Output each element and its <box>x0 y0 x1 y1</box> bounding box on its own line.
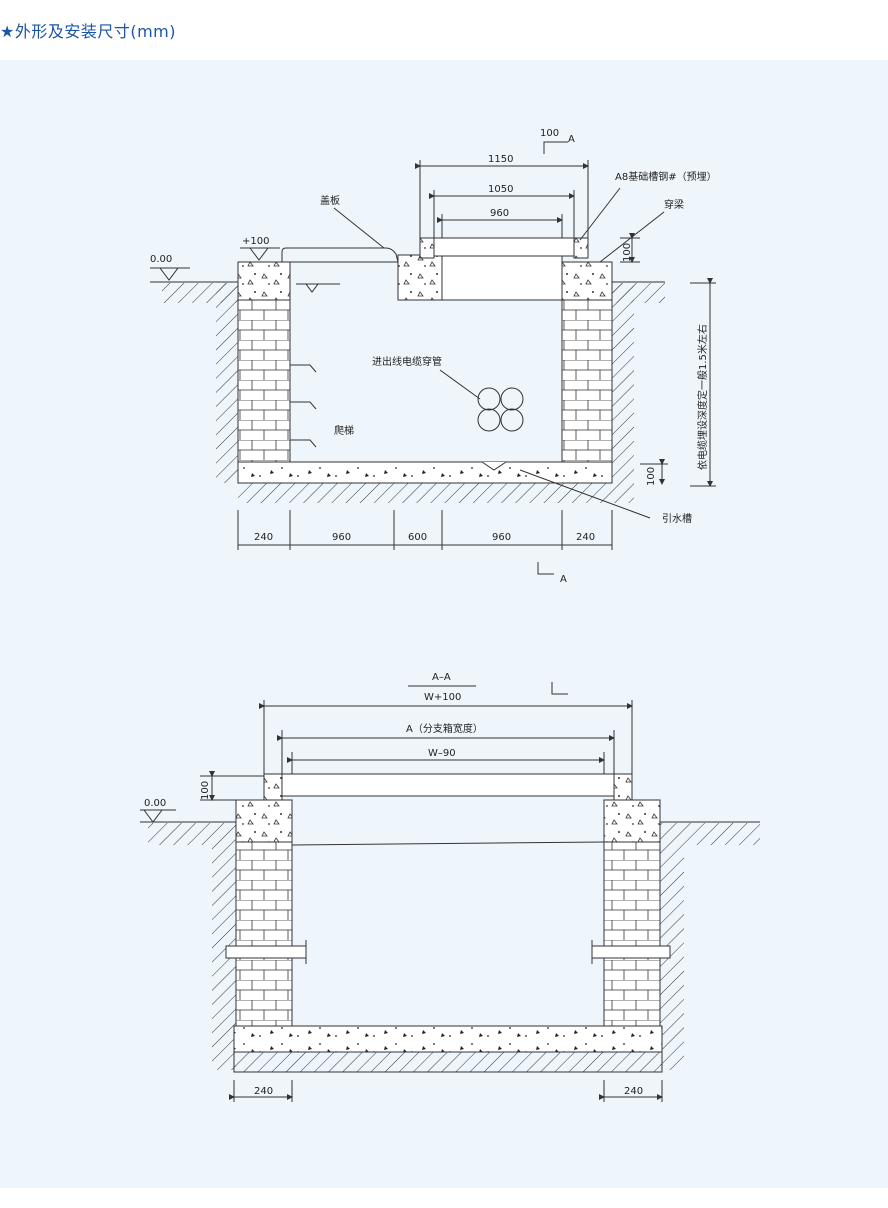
section-ground-level: 0.00 <box>144 798 166 809</box>
channel-steel-label: A8基础槽钢#（预埋） <box>615 170 717 183</box>
inner-width-label: W–90 <box>428 748 456 759</box>
section-mark-bottom: A <box>560 574 567 585</box>
section-side-100: 100 <box>200 781 211 800</box>
top-level-label: +100 <box>242 236 269 247</box>
dim-bottom-2: 960 <box>332 532 351 543</box>
dim-bottom-4: 960 <box>492 532 511 543</box>
ladder-label: 爬梯 <box>334 424 354 437</box>
dim-1150: 1150 <box>488 154 513 165</box>
dim-100-top: 100 <box>540 128 559 139</box>
beam-label: 穿梁 <box>664 198 684 211</box>
dim-side-100-bottom: 100 <box>646 467 657 486</box>
section-bottom-right: 240 <box>624 1086 643 1097</box>
dim-960-top: 960 <box>490 208 509 219</box>
cover-label: 盖板 <box>320 194 340 207</box>
cable-duct-label: 进出线电缆穿管 <box>372 355 442 368</box>
dim-bottom-5: 240 <box>576 532 595 543</box>
drain-label: 引水槽 <box>662 512 692 525</box>
ground-level-label: 0.00 <box>150 254 172 265</box>
width-label: A（分支箱宽度） <box>406 722 483 735</box>
depth-note: 依电缆埋设深度定一般1.5米左右 <box>696 324 709 470</box>
section-bottom-left: 240 <box>254 1086 273 1097</box>
section-title-bottom: W+100 <box>424 692 461 703</box>
section-title-top: A–A <box>432 672 451 683</box>
dim-bottom-3: 600 <box>408 532 427 543</box>
page-title: ★外形及安装尺寸(mm) <box>0 22 177 41</box>
dim-bottom-1: 240 <box>254 532 273 543</box>
dim-side-100-top: 100 <box>622 243 633 262</box>
dim-1050: 1050 <box>488 184 513 195</box>
section-mark-top: A <box>568 134 575 145</box>
